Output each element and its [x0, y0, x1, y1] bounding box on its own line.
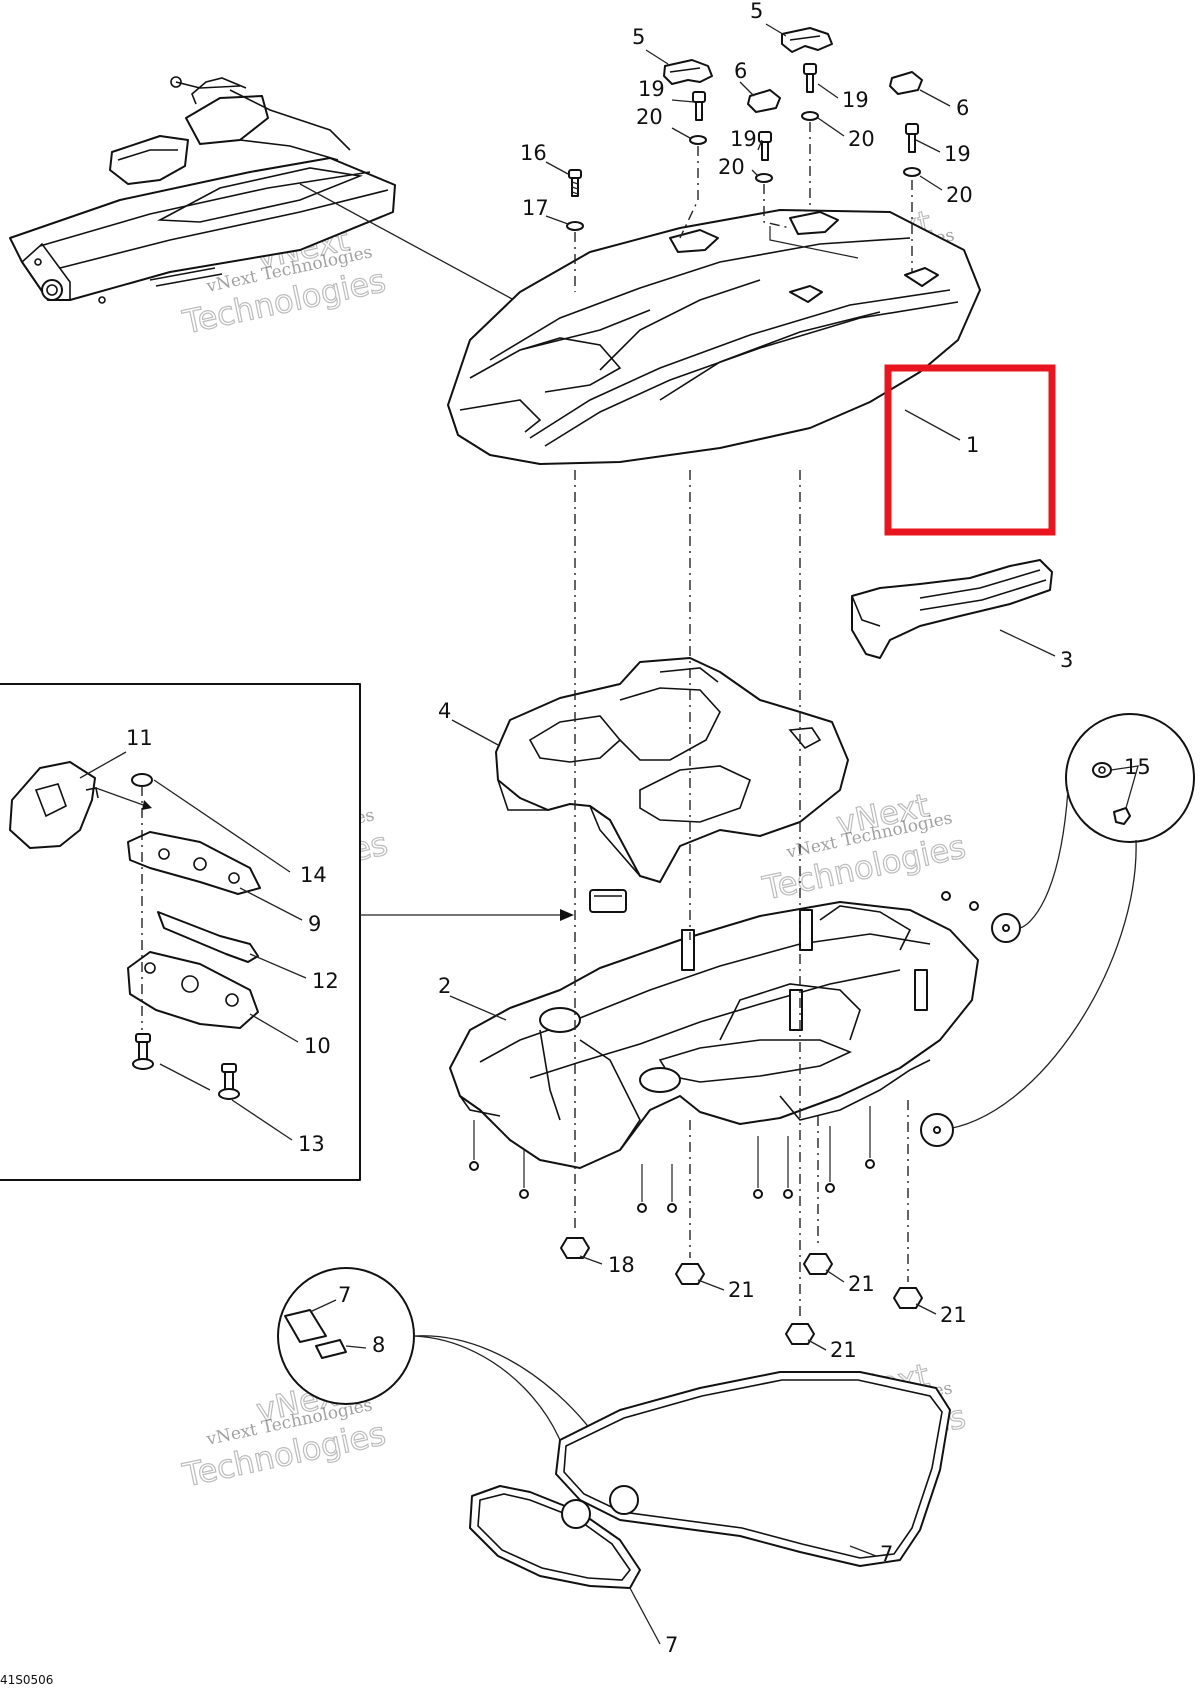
callout-c8: 8 — [372, 1333, 385, 1357]
part-11-latch — [9, 761, 99, 849]
part-13-rivet-a — [132, 1033, 154, 1070]
callout-c1: 1 — [966, 433, 979, 457]
callout-c7a: 7 — [338, 1283, 351, 1307]
part-14-plate — [127, 831, 261, 895]
part-12-spring — [157, 911, 259, 963]
callout-leaders — [79, 23, 1056, 1645]
washer-20d — [903, 167, 921, 177]
screw-19b — [803, 63, 817, 93]
part-3-seal-strip — [851, 559, 1053, 659]
callout-c20c: 20 — [718, 155, 745, 179]
callout-c7c: 7 — [665, 1633, 678, 1657]
callout-c11: 11 — [126, 726, 153, 750]
hex-nuts — [560, 1237, 923, 1345]
callout-c17: 17 — [522, 196, 549, 220]
callout-c18: 18 — [608, 1253, 635, 1277]
clip-5-left — [663, 59, 713, 85]
nut-21c — [893, 1287, 923, 1309]
callout-c14: 14 — [300, 863, 327, 887]
fasteners-top — [566, 27, 923, 292]
washer-20b — [801, 111, 819, 121]
diagram-code: 41S0506 — [0, 1673, 53, 1687]
callout-c7b: 7 — [880, 1542, 893, 1566]
latch-inset-panel — [0, 683, 574, 1181]
callout-c4: 4 — [438, 699, 451, 723]
cup-holder-right — [639, 1067, 681, 1093]
washer-17 — [566, 221, 584, 231]
detail-circle-15 — [920, 713, 1195, 1147]
detail-circle-gasket — [277, 1267, 625, 1497]
washer-20c — [755, 173, 773, 183]
post-b — [789, 989, 803, 1031]
part-13-rivet-b — [218, 1063, 240, 1100]
clip-6-left — [747, 89, 781, 113]
callout-c19a: 19 — [638, 77, 665, 101]
callout-c21d: 21 — [830, 1338, 857, 1362]
part-1-hood-cover — [447, 209, 981, 465]
callout-c20a: 20 — [636, 105, 663, 129]
nut-21a — [675, 1263, 705, 1285]
gasket-joint-b — [609, 1485, 639, 1515]
callout-c5a: 5 — [632, 25, 645, 49]
callout-c19c: 19 — [730, 127, 757, 151]
nut-21d — [785, 1323, 815, 1345]
callout-c16: 16 — [520, 141, 547, 165]
screw-19c — [758, 131, 772, 161]
screw-16 — [568, 169, 582, 197]
callout-c3: 3 — [1060, 648, 1073, 672]
callout-c9: 9 — [308, 912, 321, 936]
cup-holder-left — [539, 1007, 581, 1033]
washer-20a — [689, 135, 707, 145]
callout-c20b: 20 — [848, 127, 875, 151]
screw-19a — [692, 91, 706, 121]
callout-c10: 10 — [304, 1034, 331, 1058]
callout-c19b: 19 — [842, 88, 869, 112]
callout-c12: 12 — [312, 969, 339, 993]
clip-6-right — [889, 71, 923, 95]
washer-in-inset — [131, 773, 153, 787]
latch-on-frame — [589, 889, 627, 913]
nut-18 — [560, 1237, 590, 1259]
part-2-storage-frame — [449, 889, 979, 1169]
gasket-joint-a — [561, 1499, 591, 1529]
callout-c5b: 5 — [750, 0, 763, 23]
gasket-small-part-7 — [469, 1485, 641, 1589]
watercraft-overview-illustration — [9, 76, 515, 304]
callout-c21c: 21 — [940, 1303, 967, 1327]
callout-c21a: 21 — [728, 1278, 755, 1302]
post-c — [914, 969, 928, 1011]
clip-5-right — [781, 27, 833, 53]
callout-c20d: 20 — [946, 183, 973, 207]
callout-c6a: 6 — [734, 59, 747, 83]
callout-c15: 15 — [1124, 755, 1151, 779]
callout-c19d: 19 — [944, 142, 971, 166]
nut-21b — [803, 1253, 833, 1275]
screw-19d — [905, 123, 919, 153]
part-10-base — [127, 951, 259, 1029]
highlight-box-part-1 — [884, 364, 1056, 536]
small-nuts — [469, 891, 979, 1213]
assembly-lines — [574, 470, 909, 1320]
callout-c2: 2 — [438, 974, 451, 998]
callout-c6b: 6 — [956, 96, 969, 120]
callout-c13: 13 — [298, 1132, 325, 1156]
post-d — [799, 909, 813, 951]
post-a — [681, 929, 695, 971]
callout-c21b: 21 — [848, 1272, 875, 1296]
